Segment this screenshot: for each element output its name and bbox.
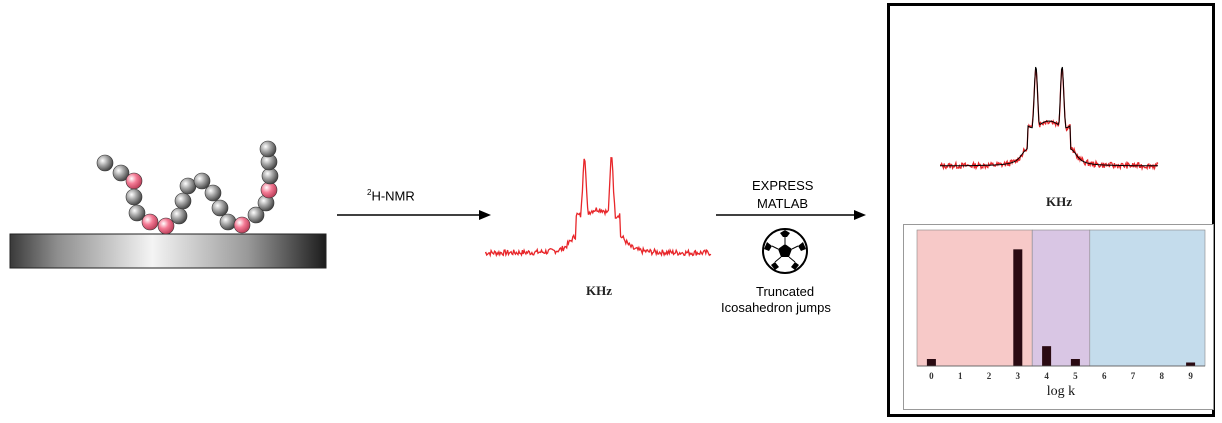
bead [125, 188, 143, 206]
nmr-spectrum-fit [940, 66, 1159, 171]
rate-bar [926, 359, 936, 366]
bead-anchored [233, 216, 251, 234]
bead [204, 184, 222, 202]
rate-bar [1042, 346, 1052, 366]
nmr-label: 2H-NMR [367, 188, 415, 203]
x-tick-label: 1 [958, 371, 963, 381]
rate-distribution-chart: 0 1 2 3 4 5 6 7 8 9 log k [903, 224, 1214, 410]
x-tick-label: 2 [987, 371, 992, 381]
bar-layer [926, 249, 1196, 366]
spectrum-line [485, 156, 712, 258]
timescale-region-2 [1031, 229, 1091, 367]
bead [211, 199, 229, 217]
polymer-on-surface-illustration [9, 140, 327, 269]
x-tick-label: 7 [1131, 371, 1136, 381]
express-label: EXPRESS [752, 178, 814, 193]
polymer-chain [96, 140, 279, 235]
rate-bar [1013, 249, 1023, 366]
x-tick-label: 0 [929, 371, 934, 381]
model-label-line1: Truncated [756, 284, 815, 299]
bead [96, 154, 114, 172]
x-tick-label: 3 [1016, 371, 1021, 381]
spectrum-experimental-line [940, 67, 1159, 171]
timescale-region-1 [916, 229, 1033, 367]
timescale-region-3 [1089, 229, 1206, 367]
soccer-ball-icon [762, 228, 808, 274]
bead-anchored [157, 217, 175, 235]
arrow-right-1 [337, 210, 491, 220]
x-tick-label: 6 [1102, 371, 1107, 381]
bead [261, 167, 279, 185]
x-tick-label: 9 [1188, 371, 1193, 381]
bead [170, 207, 188, 225]
x-axis-title: log k [1047, 384, 1075, 399]
spectrum-center-xlabel: KHz [586, 283, 612, 298]
bead [259, 140, 277, 158]
bead [128, 204, 146, 222]
nmr-label-superscript: 2 [367, 188, 372, 197]
bead-anchored [125, 172, 143, 190]
bead-anchored [141, 213, 159, 231]
substrate-slab [9, 233, 327, 269]
spectrum-fit-line [940, 66, 1158, 167]
bead [174, 192, 192, 210]
nmr-label-text: H-NMR [371, 188, 415, 204]
matlab-label: MATLAB [757, 196, 809, 211]
rate-bar [1070, 359, 1080, 366]
bead [247, 206, 265, 224]
nmr-spectrum-center [485, 156, 712, 258]
tick-layer: 0 1 2 3 4 5 6 7 8 9 [929, 371, 1193, 381]
x-tick-label: 4 [1044, 371, 1049, 381]
bead-anchored [260, 181, 278, 199]
bead [179, 177, 197, 195]
bead [112, 164, 130, 182]
x-tick-label: 5 [1073, 371, 1078, 381]
bead [193, 172, 211, 190]
bead [219, 213, 237, 231]
result-panel [887, 3, 1215, 417]
spectrum-fit-xlabel: KHz [1046, 194, 1072, 209]
region-layer [916, 229, 1206, 367]
arrow-right-2 [716, 210, 866, 220]
rate-bar [1186, 362, 1196, 366]
model-label-line2: Icosahedron jumps [721, 300, 831, 315]
x-tick-label: 8 [1160, 371, 1165, 381]
